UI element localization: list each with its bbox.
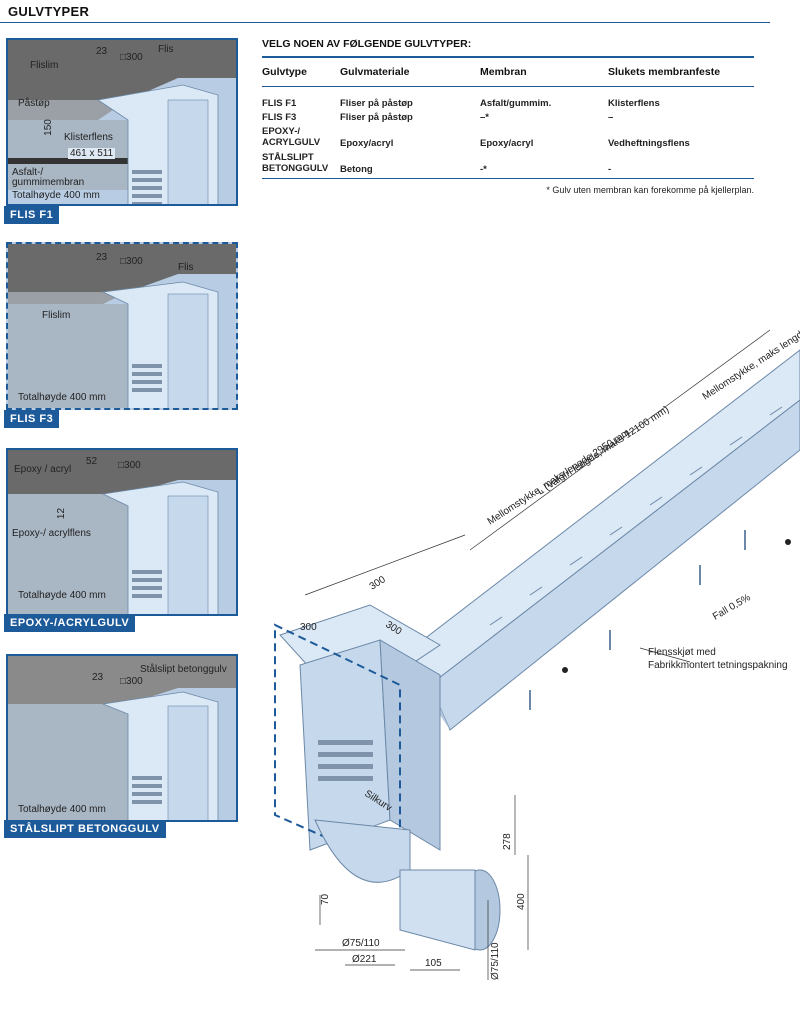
- cell-r3-c1: Betong: [340, 164, 373, 175]
- label-totalhoyde: Totalhøyde 400 mm: [12, 190, 100, 201]
- cell-r2-c2: Epoxy/acryl: [480, 138, 534, 149]
- table-rule-header: [262, 86, 754, 87]
- label-acrylflens: Epoxy-/ acrylflens: [12, 528, 91, 539]
- cell-r0-c2: Asfalt/gummim.: [480, 98, 552, 109]
- cell-r0-c3: Klisterflens: [608, 98, 660, 109]
- label-flis: Flis: [178, 262, 194, 273]
- betong-illustration: [8, 656, 236, 820]
- panel-epoxy: 52 □300 Epoxy / acryl 12 Epoxy-/ acrylfl…: [6, 448, 238, 616]
- cell-r1-c0: FLIS F3: [262, 112, 297, 123]
- panel-flis-f3: 23 □300 Flis Flislim Totalhøyde 400 mm: [6, 242, 238, 410]
- cell-r0-c1: Fliser på påstøp: [340, 98, 413, 109]
- panel-betong: 23 □300 Stålslipt betonggulv Totalhøyde …: [6, 654, 238, 822]
- th-gulvtype: Gulvtype: [262, 66, 307, 78]
- label-betong: Stålslipt betonggulv: [140, 664, 227, 675]
- dim-23: 23: [92, 672, 104, 683]
- dim-278: 278: [502, 833, 513, 850]
- cell-r2-c0: EPOXY-/ ACRYLGULV: [262, 126, 321, 148]
- label-totalhoyde: Totalhøyde 400 mm: [18, 804, 106, 815]
- dim-400: 400: [516, 893, 527, 910]
- label-totalhoyde: Totalhøyde 400 mm: [18, 590, 106, 601]
- dim-23: 23: [96, 46, 108, 57]
- cell-r2-c3: Vedheftningsflens: [608, 138, 690, 149]
- dim-461x511: 461 x 511: [68, 148, 116, 159]
- dim-52: 52: [86, 456, 98, 467]
- th-gulvmateriale: Gulvmateriale: [340, 66, 410, 78]
- label-flislim: Flislim: [30, 60, 59, 71]
- label-membran: Asfalt-/ gummimembran: [12, 167, 85, 188]
- th-membranfeste: Slukets membranfeste: [608, 66, 721, 78]
- channel-drain-drawing: L (Valgfri lengde, maks 12100 mm) Mellom…: [274, 326, 800, 980]
- page-title: GULVTYPER: [8, 4, 90, 19]
- cell-r3-c0: STÅLSLIPT BETONGGULV: [262, 152, 329, 174]
- dim-300: □300: [120, 256, 143, 267]
- epoxy-illustration: [8, 450, 236, 614]
- cell-r0-c0: FLIS F1: [262, 98, 297, 109]
- table-rule-top: [262, 56, 754, 58]
- dim-105: 105: [425, 958, 442, 969]
- dim-75-110-a: Ø75/110: [342, 938, 380, 949]
- label-totalhoyde: Totalhøyde 400 mm: [18, 392, 106, 403]
- cell-r1-c3: –: [608, 112, 614, 123]
- th-membran: Membran: [480, 66, 527, 78]
- table-rule-bottom: [262, 178, 754, 179]
- cell-r1-c1: Fliser på påstøp: [340, 112, 413, 123]
- panel-flis-f1: 23 □300 Flis Flislim Påstøp 150 Klisterf…: [6, 38, 238, 206]
- label-flensskjot-2: Fabrikkmontert tetningspakning: [648, 660, 788, 671]
- dim-150: 150: [42, 119, 54, 136]
- label-pastop: Påstøp: [18, 98, 50, 109]
- tag-flis-f3: FLIS F3: [4, 410, 60, 428]
- cell-r2-c1: Epoxy/acryl: [340, 138, 394, 149]
- tag-betong: STÅLSLIPT BETONGGULV: [4, 820, 166, 838]
- header-rule: [0, 22, 770, 23]
- table-title: VELG NOEN AV FØLGENDE GULVTYPER:: [262, 38, 472, 50]
- dim-75-110-b: Ø75/110: [490, 942, 501, 980]
- tag-flis-f1: FLIS F1: [4, 206, 60, 224]
- label-flis: Flis: [158, 44, 174, 55]
- flis-f3-illustration: [8, 244, 236, 408]
- dim-221: Ø221: [352, 954, 377, 965]
- dim-23: 23: [96, 252, 108, 263]
- label-klisterflens: Klisterflens: [64, 132, 113, 143]
- dim-70: 70: [320, 893, 331, 905]
- dim-300: □300: [118, 460, 141, 471]
- label-epoxy: Epoxy / acryl: [14, 464, 72, 475]
- cell-r1-c2: –*: [480, 112, 489, 123]
- label-fall: Fall 0,5%: [711, 592, 753, 622]
- dim-300: □300: [120, 52, 143, 63]
- label-flislim: Flislim: [42, 310, 71, 321]
- cell-r3-c3: -: [608, 164, 612, 175]
- dim-300-a: 300: [368, 574, 388, 593]
- dim-300-b: 300: [300, 622, 317, 633]
- tag-epoxy: EPOXY-/ACRYLGULV: [4, 614, 136, 632]
- dim-12: 12: [56, 507, 68, 520]
- cell-r3-c2: -*: [480, 164, 487, 175]
- table-footnote: * Gulv uten membran kan forekomme på kje…: [546, 185, 754, 195]
- label-flensskjot-1: Flensskjøt med: [648, 647, 716, 658]
- dim-300: □300: [120, 676, 143, 687]
